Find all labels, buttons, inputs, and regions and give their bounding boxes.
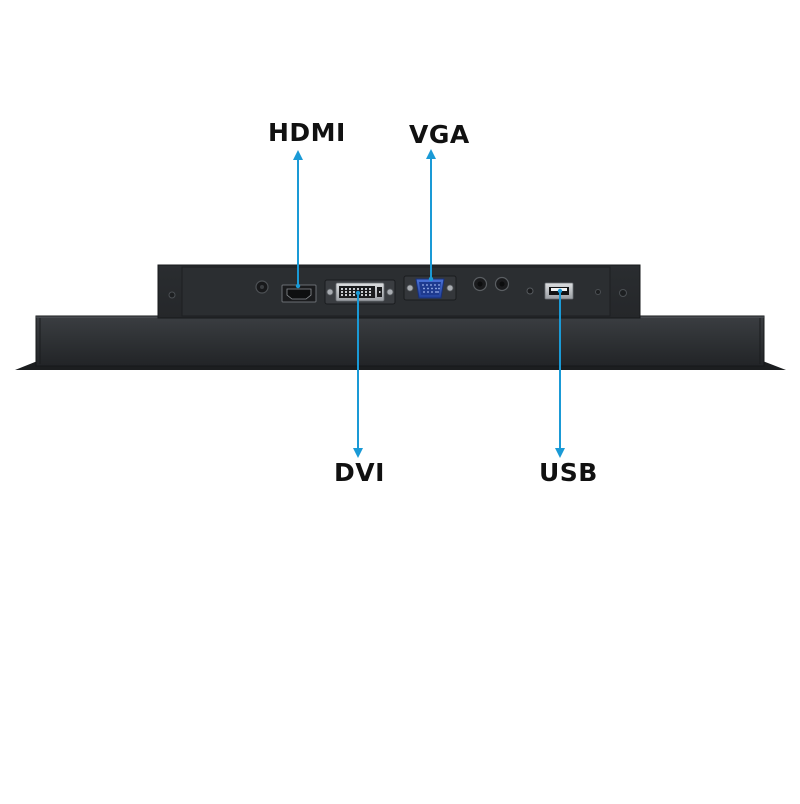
vga-port-icon <box>403 275 457 301</box>
screw-icon <box>526 287 534 295</box>
hdmi-label: HDMI <box>268 118 346 147</box>
dvi-callout-arrow <box>353 290 363 458</box>
dvi-label: DVI <box>334 458 385 487</box>
vga-callout-arrow <box>426 149 436 282</box>
hdmi-port-icon <box>281 284 317 303</box>
audio-jack-icon <box>494 276 510 292</box>
power-jack-icon <box>255 280 269 294</box>
screw-icon <box>168 291 176 299</box>
port-housing <box>157 264 641 319</box>
screw-icon <box>595 289 601 295</box>
hdmi-callout-arrow <box>293 150 303 289</box>
usb-callout-arrow <box>555 288 565 458</box>
vga-label: VGA <box>409 120 470 149</box>
dvi-port-icon <box>324 279 396 305</box>
usb-label: USB <box>539 458 598 487</box>
monitor-frame <box>15 315 786 370</box>
screw-icon <box>619 289 627 297</box>
audio-jack-icon <box>472 276 488 292</box>
